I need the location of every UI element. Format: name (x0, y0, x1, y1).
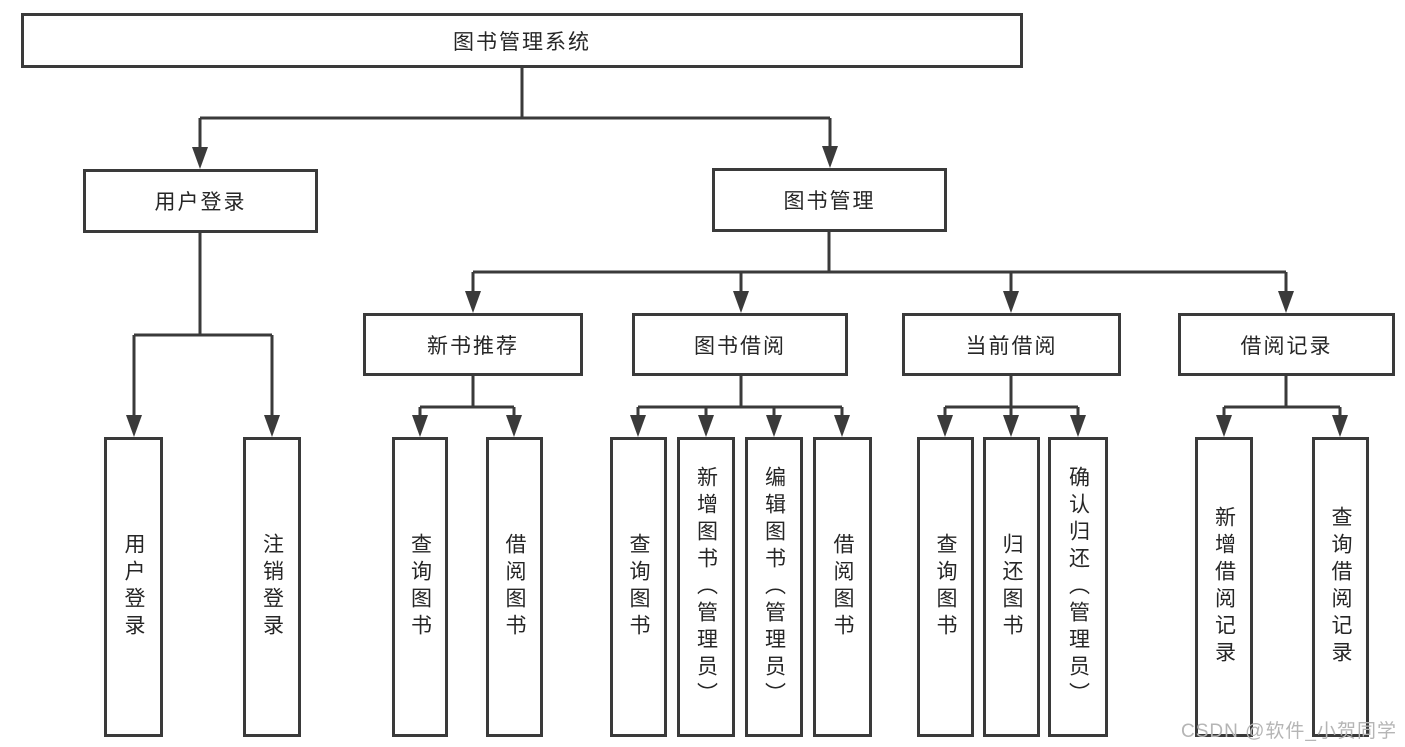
node-label: 当前借阅 (965, 334, 1058, 358)
node-label: 借阅图书 (831, 533, 854, 641)
node-label: 归还图书 (1000, 533, 1023, 641)
edge-new-book-recommendation-children (412, 376, 522, 437)
leaf-borrow-books-borrowing: 借阅图书 (813, 437, 872, 737)
node-label: 查询图书 (408, 533, 432, 641)
node-label: 查询图书 (627, 533, 650, 641)
leaf-borrow-books-recommendation: 借阅图书 (486, 437, 543, 737)
leaf-user-login: 用户登录 (104, 437, 163, 737)
edge-book-management-children (465, 232, 1294, 313)
edge-user-login-children (126, 233, 280, 437)
node-library-management-system: 图书管理系统 (21, 13, 1023, 68)
edge-current-borrowing-children (937, 376, 1086, 437)
node-label: 用户登录 (154, 191, 247, 214)
leaf-confirm-return-admin: 确认归还（管理员） (1048, 437, 1108, 737)
node-current-borrowing: 当前借阅 (902, 313, 1121, 376)
edge-book-borrowing-children (630, 376, 850, 437)
leaf-return-books: 归还图书 (983, 437, 1040, 737)
leaf-edit-books-admin: 编辑图书（管理员） (745, 437, 803, 737)
leaf-query-borrowing-record: 查询借阅记录 (1312, 437, 1369, 737)
csdn-watermark: CSDN @软件_小贺同学 (1181, 721, 1397, 742)
node-label: 确认归还（管理员） (1066, 465, 1090, 709)
node-borrowing-records: 借阅记录 (1178, 313, 1395, 376)
node-label: 查询图书 (934, 533, 957, 641)
node-label: 查询借阅记录 (1329, 506, 1352, 668)
node-label: 图书借阅 (694, 334, 786, 358)
node-label: 用户登录 (122, 533, 145, 641)
edge-root-to-level2 (192, 68, 838, 169)
leaf-query-books-recommendation: 查询图书 (392, 437, 448, 737)
node-new-book-recommendation: 新书推荐 (363, 313, 583, 376)
node-label: 新增图书（管理员） (694, 465, 718, 709)
node-book-management: 图书管理 (712, 168, 947, 232)
leaf-logout: 注销登录 (243, 437, 301, 737)
leaf-add-borrowing-record: 新增借阅记录 (1195, 437, 1253, 737)
node-label: 注销登录 (260, 533, 284, 641)
node-label: 图书管理 (783, 190, 876, 213)
node-label: 借阅记录 (1240, 334, 1333, 358)
node-book-borrowing: 图书借阅 (632, 313, 848, 376)
node-label: 新书推荐 (427, 334, 519, 358)
leaf-add-books-admin: 新增图书（管理员） (677, 437, 735, 737)
node-label: 借阅图书 (503, 533, 526, 641)
leaf-query-books-current: 查询图书 (917, 437, 974, 737)
edge-borrowing-records-children (1216, 376, 1348, 437)
node-label: 编辑图书（管理员） (762, 465, 786, 709)
node-label: 图书管理系统 (453, 30, 591, 54)
leaf-query-books-borrowing: 查询图书 (610, 437, 667, 737)
node-user-login: 用户登录 (83, 169, 318, 233)
node-label: 新增借阅记录 (1212, 506, 1236, 668)
